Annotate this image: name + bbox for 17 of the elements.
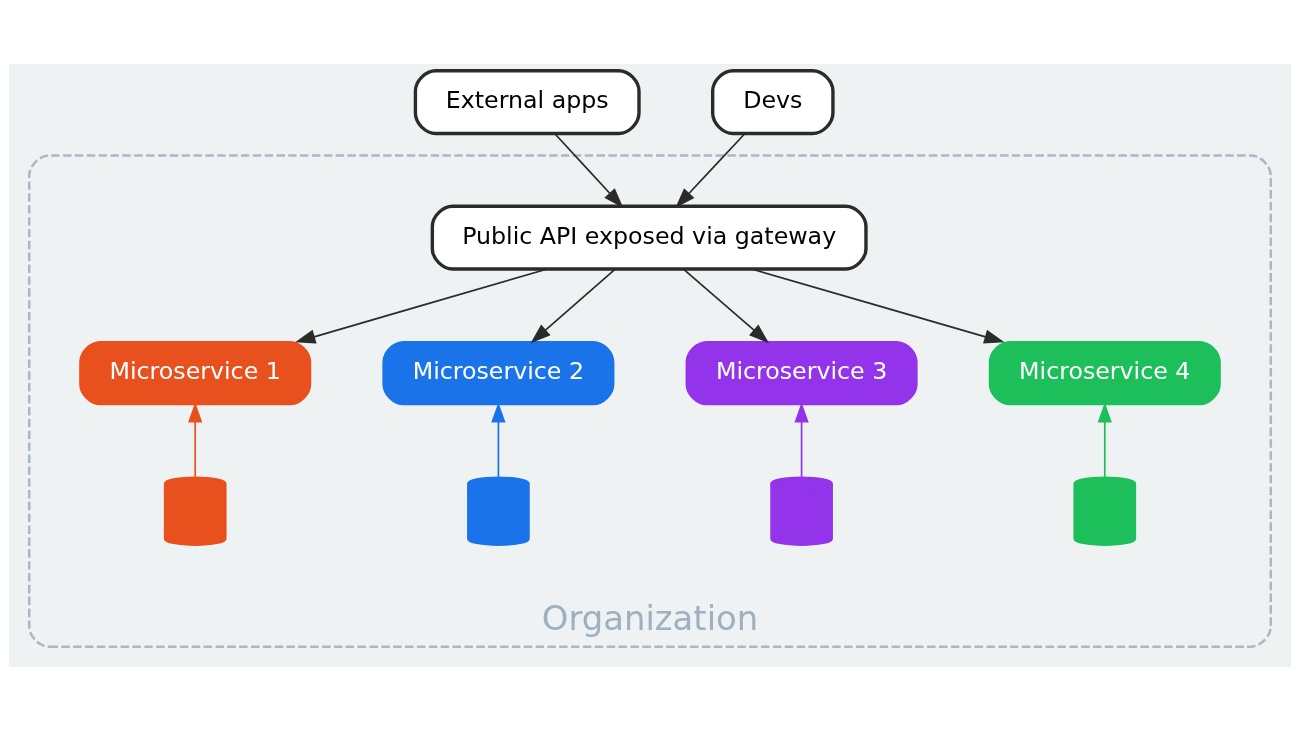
node-box: Microservice 3 (685, 340, 918, 406)
node-box: Microservice 4 (988, 340, 1221, 406)
node-box: Microservice 1 (79, 340, 312, 406)
arrow (682, 268, 770, 344)
node-box: Public API exposed via gateway (430, 204, 868, 271)
arrow (530, 268, 616, 344)
arrow (491, 402, 506, 478)
node-box: External apps (413, 69, 641, 136)
node-box: Devs (710, 69, 835, 136)
arrow (794, 402, 809, 478)
arrow (188, 402, 203, 478)
node-box: Microservice 2 (382, 340, 615, 406)
arrow (750, 268, 1005, 344)
arrow (554, 132, 624, 208)
arrow (1097, 402, 1112, 478)
arrow (675, 132, 746, 208)
arrow (295, 268, 549, 344)
